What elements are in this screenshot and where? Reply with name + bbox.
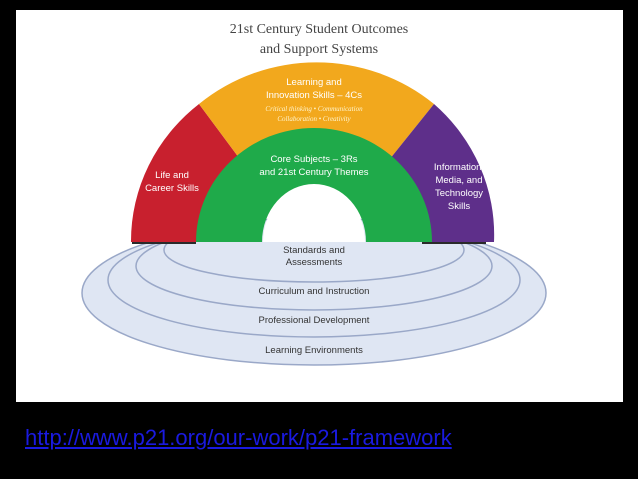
life-career-label-line2: Career Skills	[145, 183, 199, 194]
information-media-label-line2: Media, and	[435, 175, 482, 186]
information-media-label-line4: Skills	[448, 201, 470, 212]
life-career-label-line1: Life and	[155, 170, 189, 181]
source-link[interactable]: http://www.p21.org/our-work/p21-framewor…	[25, 425, 452, 450]
standards-label-line2: Assessments	[286, 257, 343, 268]
information-media-label-line3: Technology	[435, 188, 483, 199]
core-subjects-label-line2: and 21st Century Themes	[259, 167, 368, 178]
arch-segment-core-subjects	[196, 128, 432, 242]
information-media-label-line1: Information,	[434, 162, 484, 173]
diagram-title-line2: and Support Systems	[260, 42, 378, 57]
standards-label-line1: Standards and	[283, 245, 345, 256]
learning-innovation-sub-line1: Critical thinking • Communication	[265, 105, 363, 113]
core-subjects-label-line1: Core Subjects – 3Rs	[270, 154, 357, 165]
diagram-title-line1: 21st Century Student Outcomes	[230, 22, 409, 37]
p21-framework-diagram: 21st Century Student Outcomes and Suppor…	[81, 22, 547, 366]
arch-segment-information-media	[381, 104, 495, 242]
professional-label: Professional Development	[259, 315, 370, 326]
archway-opening	[263, 185, 365, 242]
environments-label: Learning Environments	[265, 345, 363, 356]
arch-segment-life-career	[130, 104, 248, 242]
curriculum-label: Curriculum and Instruction	[259, 286, 370, 297]
slide-panel: 21st Century Student Outcomes and Suppor…	[16, 10, 623, 402]
learning-innovation-label-line2: Innovation Skills – 4Cs	[266, 90, 362, 101]
learning-innovation-label-line1: Learning and	[286, 77, 341, 88]
learning-innovation-sub-line2: Collaboration • Creativity	[277, 115, 351, 123]
